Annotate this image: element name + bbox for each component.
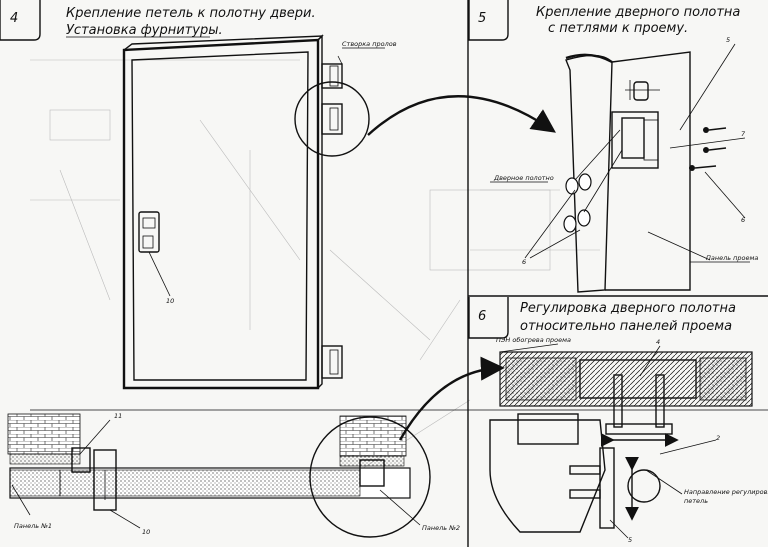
step6-title-line2: относительно панелей проема (520, 319, 732, 334)
arrow-to-step6 (398, 356, 505, 441)
step5-title-line1: Крепление дверного полотна (536, 5, 740, 20)
callout-6-right: 6 (741, 216, 745, 224)
step6-title-line1: Регулировка дверного полотна (520, 301, 736, 316)
callout-6-left: 6 (522, 258, 526, 266)
step-number-5: 5 (478, 11, 486, 26)
label-panel-2: Панель №2 (422, 524, 460, 532)
step-number-6: 6 (478, 309, 486, 324)
callout-5-bottom: 5 (628, 536, 632, 544)
ghost-background-drawing (30, 59, 600, 471)
adjustment-section-drawing (489, 343, 753, 539)
door-leaf-drawing (122, 34, 385, 390)
label-adjust-dir-line1: Направление регулировки (684, 488, 768, 496)
label-opening-panel: Панель проема (706, 254, 758, 262)
bottom-wall-section (7, 409, 768, 538)
step-number-4: 4 (10, 11, 18, 26)
callout-5-top: 5 (726, 36, 730, 44)
step5-title-line2: с петлями к проему. (548, 21, 688, 36)
callout-10-bottom: 10 (142, 528, 150, 536)
callout-11: 11 (114, 412, 122, 420)
label-heater: ПЭН обогрева проема (496, 336, 571, 344)
arrow-to-step5 (367, 95, 556, 136)
label-adjust-dir-line2: петель (684, 497, 708, 505)
callout-7: 7 (741, 130, 746, 138)
callout-4: 4 (656, 338, 660, 346)
callout-10-door: 10 (166, 297, 174, 305)
step4-title-line1: Крепление петель к полотну двери. (66, 6, 316, 21)
label-panel-1: Панель №1 (14, 522, 52, 530)
callout-2: 2 (716, 434, 720, 442)
opening-hinge-drawing (490, 43, 750, 293)
step4-title-line2: Установка фурнитуры. (66, 23, 223, 38)
label-hinge-flaps: Створка пролов (342, 40, 397, 48)
label-door-leaf: Дверное полотно (493, 174, 554, 182)
